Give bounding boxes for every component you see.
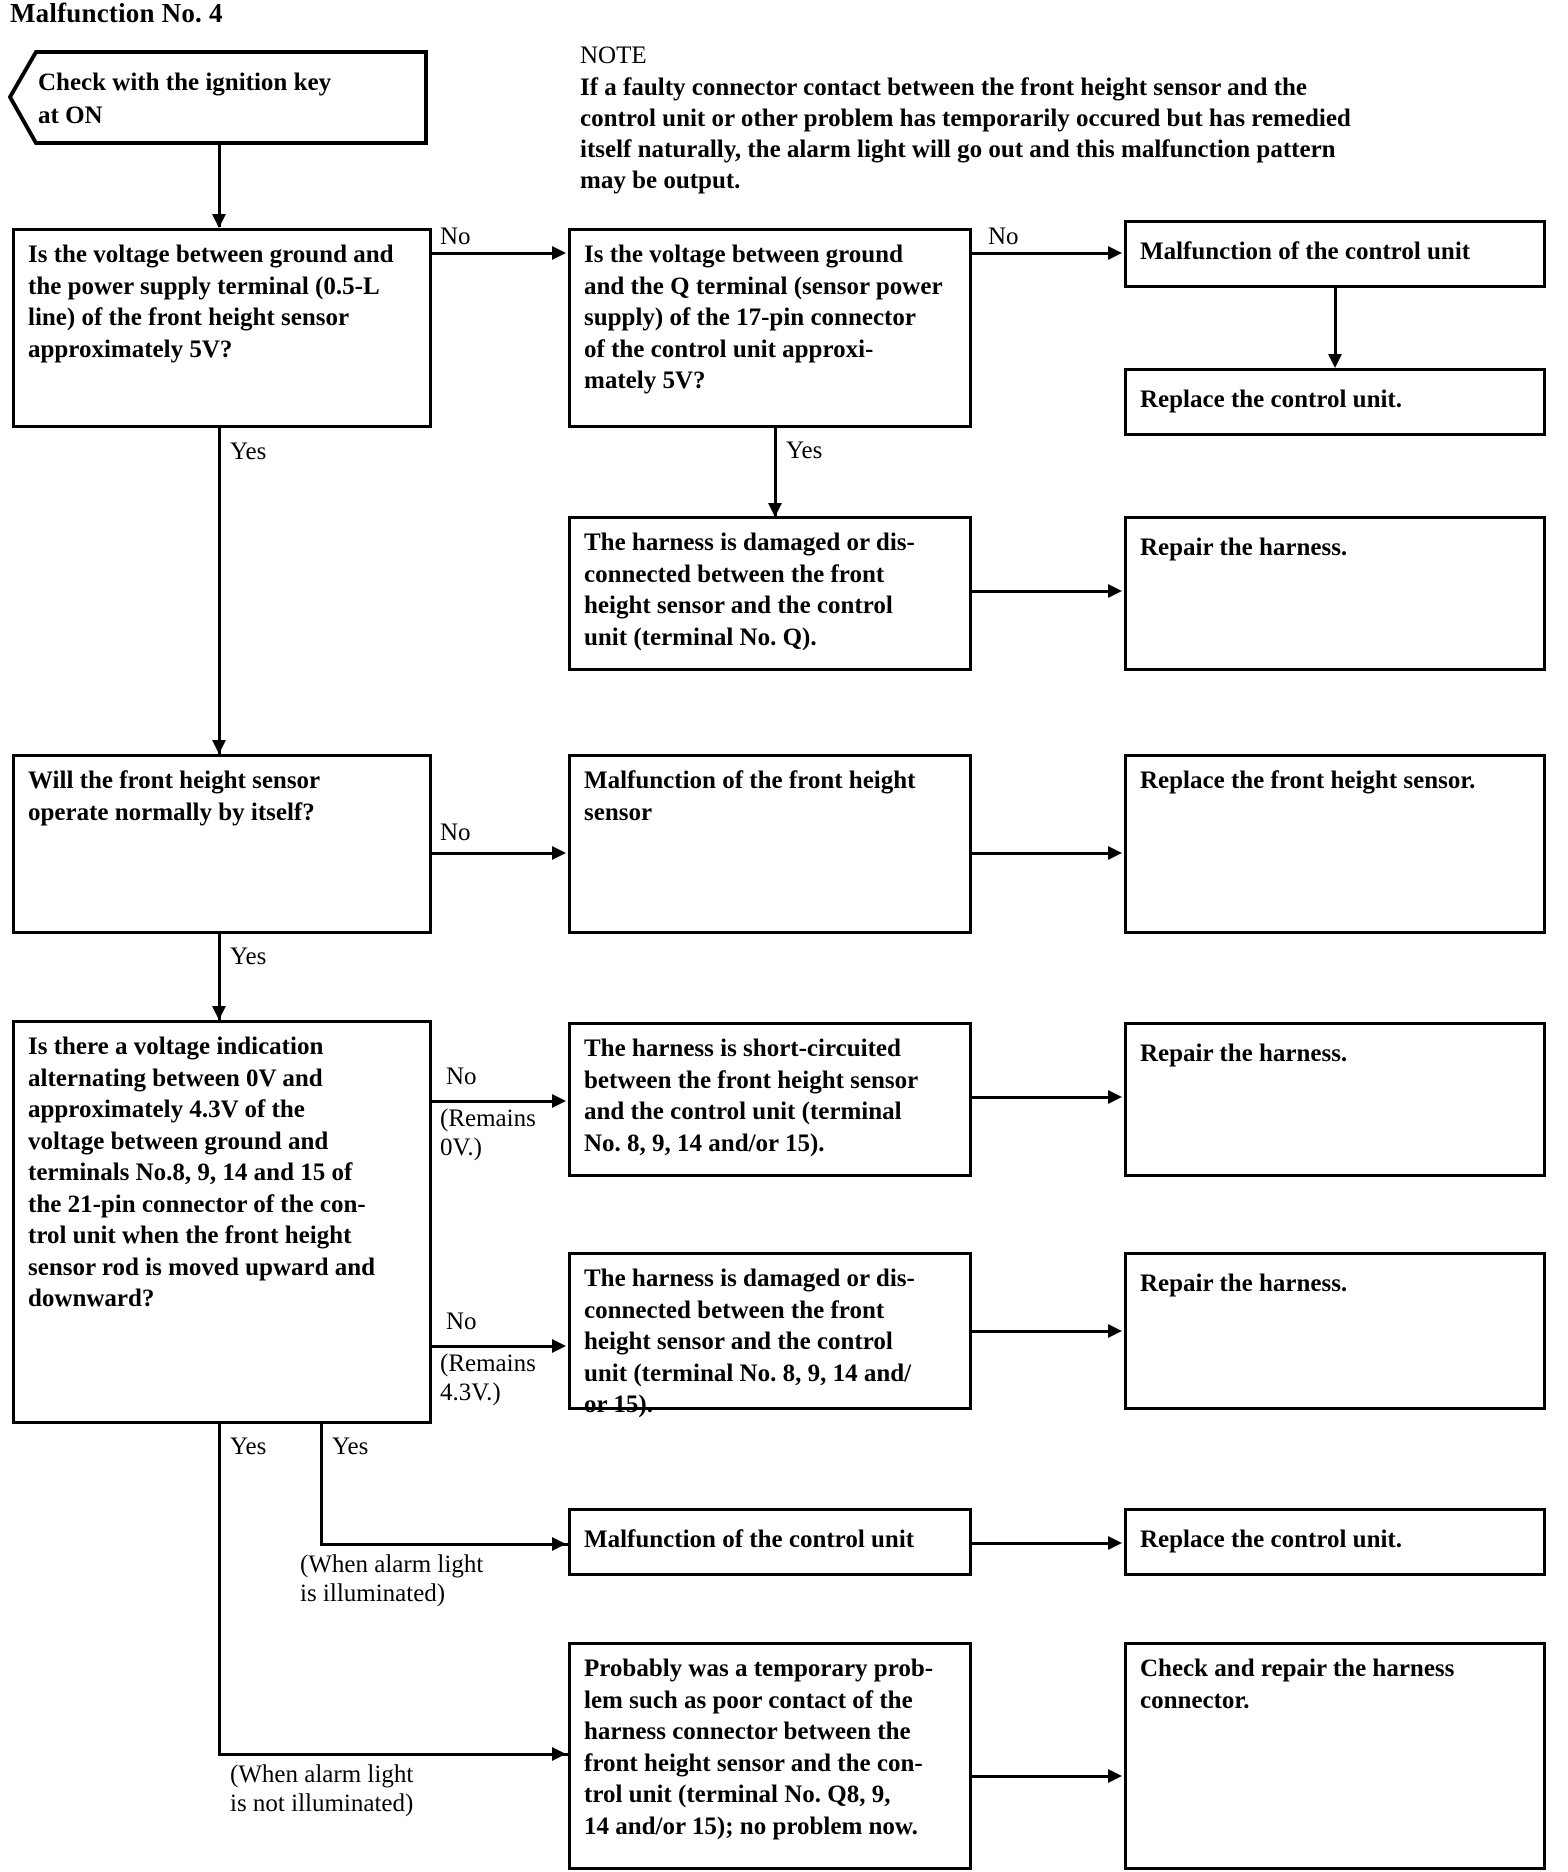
decision-q1-text: Is the voltage between ground and the po…: [28, 241, 394, 363]
result-r11-text: Malfunction of the control unit: [584, 1526, 915, 1553]
result-box-malfunction-control-unit-2: Malfunction of the control unit: [568, 1508, 972, 1576]
result-box-repair-harness-2: Repair the harness.: [1124, 1022, 1546, 1177]
edge-label-no-2: No: [988, 223, 1019, 250]
arrow-down-icon: [212, 1006, 226, 1020]
arrow-right-icon: [1108, 1324, 1122, 1338]
connector-q3-no-to-r5: [432, 852, 554, 855]
edge-label-no-1: No: [440, 223, 471, 250]
result-r14-text: Check and repair the harness connector.: [1140, 1655, 1455, 1714]
arrow-right-icon: [552, 1339, 566, 1353]
arrow-right-icon: [1108, 584, 1122, 598]
note-body: If a faulty connector contact between th…: [580, 74, 1351, 194]
connector-start-to-q1: [218, 145, 221, 227]
arrow-right-icon: [1108, 1090, 1122, 1104]
arrow-right-icon: [552, 846, 566, 860]
connector-q4-yes-alarm-off-horizontal: [218, 1753, 568, 1756]
result-r2-text: Replace the control unit.: [1140, 386, 1403, 413]
arrow-right-icon: [552, 1094, 566, 1108]
result-r10-text: Repair the harness.: [1140, 1270, 1348, 1297]
result-box-harness-damaged-q: The harness is damaged or dis- connected…: [568, 516, 972, 671]
arrow-right-icon: [552, 1747, 566, 1761]
result-r7-text: The harness is short-circuited between t…: [584, 1035, 919, 1157]
note-heading: NOTE: [580, 42, 647, 69]
edge-label-alarm-illuminated: (When alarm light is illuminated): [300, 1551, 484, 1607]
arrow-down-icon: [1328, 354, 1342, 368]
connector-q4-no0v-to-r7: [432, 1100, 554, 1103]
connector-r9-to-r10: [972, 1330, 1110, 1333]
result-r13-text: Probably was a temporary prob- lem such …: [584, 1655, 934, 1840]
decision-box-q3: Will the front height sensor operate nor…: [12, 754, 432, 934]
result-box-replace-control-unit-1: Replace the control unit.: [1124, 368, 1546, 436]
page-title: Malfunction No. 4: [10, 0, 223, 28]
connector-q4-yes-alarm-on-vertical: [320, 1424, 323, 1546]
result-box-check-repair-connector: Check and repair the harness connector.: [1124, 1642, 1546, 1870]
decision-q4-text: Is there a voltage indication alternatin…: [28, 1033, 376, 1312]
result-box-temporary-problem: Probably was a temporary prob- lem such …: [568, 1642, 972, 1870]
connector-r13-to-r14: [972, 1775, 1110, 1778]
connector-q2-yes-to-r3: [774, 428, 777, 516]
arrow-right-icon: [552, 246, 566, 260]
edge-label-alarm-not-illuminated: (When alarm light is not illuminated): [230, 1761, 414, 1817]
arrow-down-icon: [212, 740, 226, 754]
decision-box-q1: Is the voltage between ground and the po…: [12, 228, 432, 428]
edge-label-no-3: No: [440, 819, 471, 846]
edge-label-remains-43v: (Remains 4.3V.): [440, 1350, 536, 1406]
arrow-right-icon: [1108, 246, 1122, 260]
decision-box-q4: Is there a voltage indication alternatin…: [12, 1020, 432, 1424]
result-box-replace-front-height-sensor: Replace the front height sensor.: [1124, 754, 1546, 934]
result-box-malfunction-control-unit-1: Malfunction of the control unit: [1124, 220, 1546, 288]
connector-q4-yes-alarm-off-vertical: [218, 1424, 221, 1756]
connector-q4-no43v-to-r9: [432, 1345, 554, 1348]
connector-q1-no-to-q2: [432, 252, 554, 255]
result-r1-text: Malfunction of the control unit: [1140, 238, 1471, 265]
decision-q3-text: Will the front height sensor operate nor…: [28, 767, 321, 826]
connector-r1-to-r2: [1334, 288, 1337, 354]
arrow-right-icon: [1108, 1769, 1122, 1783]
start-label: Check with the ignition key at ON: [38, 69, 332, 129]
connector-q1-yes-to-q3: [218, 428, 221, 754]
result-box-replace-control-unit-2: Replace the control unit.: [1124, 1508, 1546, 1576]
result-r3-text: The harness is damaged or dis- connected…: [584, 529, 915, 651]
result-box-harness-damaged-8914: The harness is damaged or dis- connected…: [568, 1252, 972, 1418]
edge-label-yes-5: Yes: [332, 1433, 369, 1460]
connector-q4-yes-alarm-on-horizontal: [320, 1543, 568, 1546]
arrow-right-icon: [1108, 846, 1122, 860]
connector-r7-to-r8: [972, 1096, 1110, 1099]
result-r9-text: The harness is damaged or dis- connected…: [584, 1265, 915, 1418]
arrow-right-icon: [1108, 1536, 1122, 1550]
decision-box-q2: Is the voltage between ground and the Q …: [568, 228, 972, 428]
arrow-down-icon: [768, 503, 782, 517]
result-box-repair-harness-1: Repair the harness.: [1124, 516, 1546, 671]
edge-label-no-4: No: [446, 1063, 477, 1090]
result-r5-text: Malfunction of the front height sensor: [584, 767, 916, 826]
edge-label-remains-0v: (Remains 0V.): [440, 1105, 536, 1161]
edge-label-yes-4: Yes: [230, 1433, 267, 1460]
edge-label-no-5: No: [446, 1308, 477, 1335]
arrow-right-icon: [552, 1537, 566, 1551]
arrow-down-icon: [212, 214, 226, 228]
connector-r3-to-r4: [972, 590, 1110, 593]
connector-q3-yes-to-q4: [218, 934, 221, 1020]
edge-label-yes-3: Yes: [230, 943, 267, 970]
result-box-harness-short-circuited: The harness is short-circuited between t…: [568, 1022, 972, 1177]
edge-label-yes-2: Yes: [230, 438, 267, 465]
edge-label-yes-1: Yes: [786, 437, 823, 464]
result-box-repair-harness-3: Repair the harness.: [1124, 1252, 1546, 1410]
start-terminator: Check with the ignition key at ON: [8, 50, 428, 145]
connector-r5-to-r6: [972, 852, 1110, 855]
hexagon-shape: [8, 50, 428, 145]
result-r8-text: Repair the harness.: [1140, 1040, 1348, 1067]
decision-q2-text: Is the voltage between ground and the Q …: [584, 241, 943, 394]
result-box-malfunction-front-height-sensor: Malfunction of the front height sensor: [568, 754, 972, 934]
connector-r11-to-r12: [972, 1542, 1110, 1545]
result-r12-text: Replace the control unit.: [1140, 1526, 1403, 1553]
result-r4-text: Repair the harness.: [1140, 534, 1348, 561]
result-r6-text: Replace the front height sensor.: [1140, 767, 1476, 794]
connector-q2-no-to-r1: [972, 252, 1110, 255]
